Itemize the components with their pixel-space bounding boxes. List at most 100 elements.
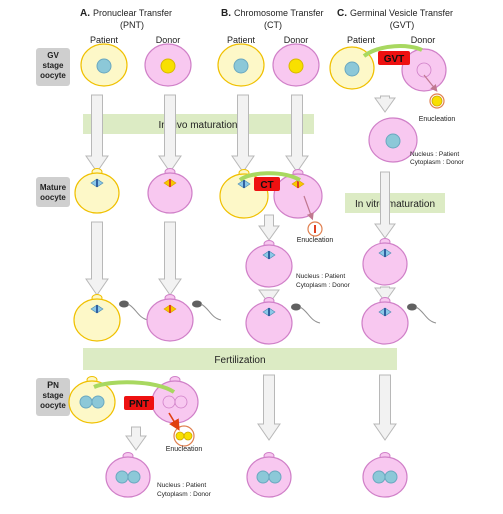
chromosomes <box>314 225 316 233</box>
column-label-patient: Patient <box>90 35 119 45</box>
row-label-mature: Mature oocyte <box>36 177 70 207</box>
row-label-gv: GV stage oocyte <box>36 48 70 86</box>
sperm-head <box>119 300 129 308</box>
empty-pronucleus <box>174 395 188 409</box>
chromosomes <box>96 305 98 313</box>
pnt-enucleation-pointer <box>168 412 180 431</box>
enucleation-label: Enucleation <box>419 116 456 123</box>
donor-oocyte <box>146 294 222 342</box>
pronucleus <box>372 470 386 484</box>
germinal-vesicle <box>288 58 304 74</box>
banner-in-vivo-label: In vivo maturation <box>159 120 238 131</box>
svg-text:Cytoplasm : Donor: Cytoplasm : Donor <box>296 282 351 289</box>
column-label-donor: Donor <box>411 35 436 45</box>
chromosomes <box>243 180 245 188</box>
empty-vesicle <box>416 62 432 78</box>
result-note-gvt: Nucleus : Patient Cytoplasm : Donor <box>410 151 465 166</box>
section-abbrev: (CT) <box>264 20 282 30</box>
section-abbrev: (PNT) <box>120 20 144 30</box>
svg-text:oocyte: oocyte <box>40 71 66 80</box>
oocyte-membrane <box>146 298 194 342</box>
svg-text:stage: stage <box>43 391 64 400</box>
gvt-enucleation-pointer <box>423 74 438 92</box>
down-arrow <box>257 374 281 441</box>
result-note-pnt: Nucleus : Patient Cytoplasm : Donor <box>157 482 212 498</box>
column-label-patient: Patient <box>227 35 256 45</box>
enucleation-label: Enucleation <box>166 446 203 453</box>
chromosomes <box>169 305 171 313</box>
donor-oocyte <box>147 168 193 214</box>
cells-layer <box>68 43 447 498</box>
banner-in-vitro-label: In vitro maturation <box>355 199 435 210</box>
svg-text:CT: CT <box>260 180 273 191</box>
sperm-head <box>291 303 301 311</box>
svg-text:Cytoplasm : Donor: Cytoplasm : Donor <box>157 491 212 498</box>
down-arrow <box>125 426 147 451</box>
enucleation-label: Enucleation <box>297 237 334 244</box>
donor-oocyte <box>368 117 418 163</box>
section-title: Chromosome Transfer <box>234 8 324 18</box>
patient-oocyte <box>80 43 128 87</box>
donor-oocyte <box>362 238 408 286</box>
chromosomes <box>384 308 386 316</box>
oocyte-membrane <box>273 173 323 219</box>
down-arrow <box>85 94 109 173</box>
patient-oocyte <box>217 43 265 87</box>
pnt-transfer-connector <box>93 380 176 394</box>
oocyte-membrane <box>401 48 447 92</box>
donor-oocyte <box>401 48 447 92</box>
enucleated-karyoplast <box>173 425 195 447</box>
chromosomes <box>169 179 171 187</box>
sperm-head <box>407 303 417 311</box>
oocyte-membrane <box>245 301 293 345</box>
donor-oocyte <box>362 452 408 498</box>
donor-oocyte <box>246 452 292 498</box>
down-arrow <box>85 221 109 296</box>
result-note-ct: Nucleus : Patient Cytoplasm : Donor <box>296 273 351 289</box>
section-abbrev: (GVT) <box>390 20 415 30</box>
oocyte-membrane <box>361 301 409 345</box>
section-header-pnt: A. Pronuclear Transfer (PNT) <box>80 8 172 30</box>
pronucleus <box>79 395 93 409</box>
germinal-vesicle <box>385 133 401 149</box>
germinal-vesicle <box>160 58 176 74</box>
down-arrow <box>231 94 255 173</box>
enucleated-karyoplast <box>429 93 445 109</box>
sperm-tail <box>200 303 222 321</box>
sperm-tail <box>299 306 321 324</box>
column-label-patient: Patient <box>347 35 376 45</box>
donor-oocyte <box>273 169 323 219</box>
section-letter: B. <box>221 8 231 19</box>
banner-in-vivo <box>83 114 314 134</box>
down-arrow <box>285 94 309 173</box>
germinal-vesicle <box>344 61 360 77</box>
chromosomes <box>96 179 98 187</box>
patient-oocyte <box>73 294 149 342</box>
procedure-tag-gvt: GVT <box>378 51 410 65</box>
pronucleus <box>115 470 129 484</box>
section-header-ct: B. Chromosome Transfer (CT) <box>221 8 324 30</box>
germinal-vesicle <box>96 58 112 74</box>
down-arrow <box>158 94 182 173</box>
svg-text:stage: stage <box>43 61 64 70</box>
pronucleus <box>175 431 185 441</box>
svg-text:PNT: PNT <box>129 399 149 410</box>
svg-text:Mature: Mature <box>40 183 67 192</box>
banner-in-vitro <box>345 193 445 213</box>
chromosomes <box>268 251 270 259</box>
chromosomes <box>297 180 299 188</box>
down-arrow <box>374 95 396 113</box>
chromosomes <box>384 249 386 257</box>
column-label-donor: Donor <box>156 35 181 45</box>
oocyte-membrane <box>362 242 408 286</box>
donor-oocyte <box>245 297 321 345</box>
down-arrow <box>258 214 280 241</box>
pronucleus <box>127 470 141 484</box>
svg-text:Nucleus : Patient: Nucleus : Patient <box>296 273 345 280</box>
sperm-tail <box>415 306 437 324</box>
oocyte-membrane <box>245 244 293 288</box>
svg-text:GVT: GVT <box>384 54 405 65</box>
down-arrow <box>374 286 396 303</box>
oocyte-membrane <box>73 298 121 342</box>
